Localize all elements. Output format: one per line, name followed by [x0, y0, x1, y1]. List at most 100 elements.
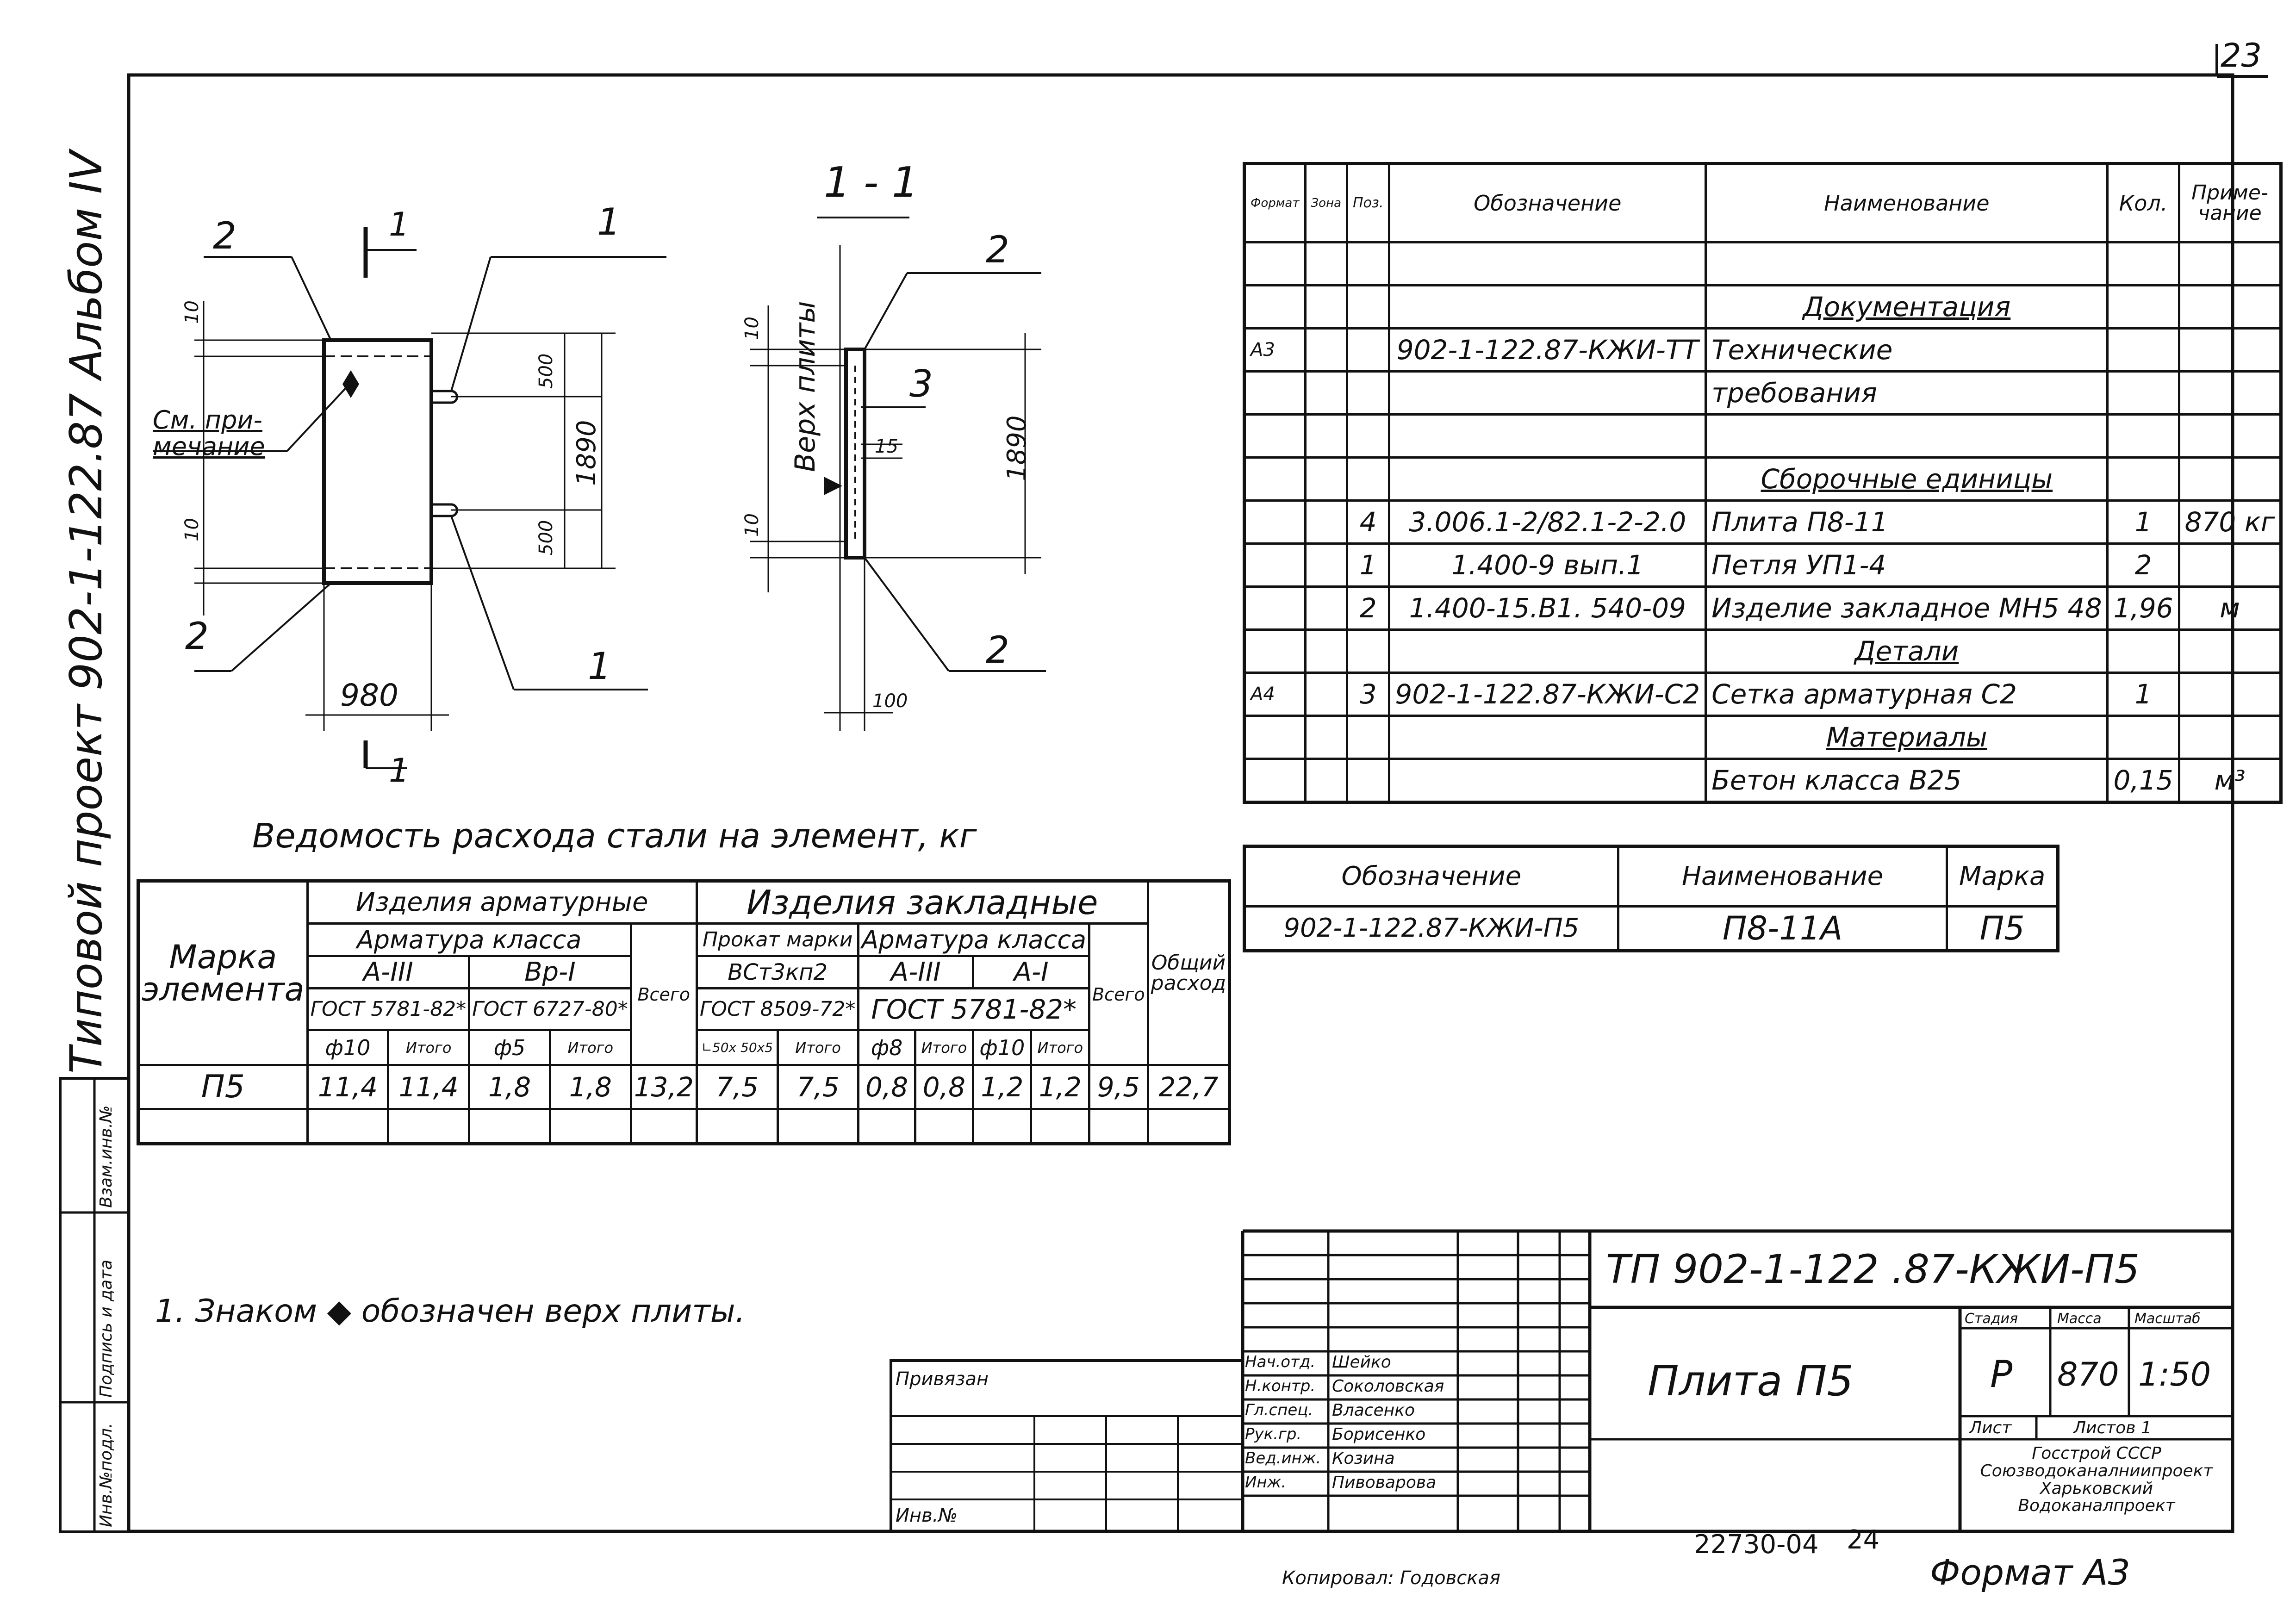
hdr-format: Формат [1243, 162, 1307, 243]
dim-10-bottom: 10 [181, 518, 203, 541]
spec-row: Сборочные единицы [1243, 456, 2283, 502]
spec-cell-note [2178, 628, 2283, 674]
paper-format: Формат А3 [1930, 1552, 2130, 1593]
section-dim-100: 100 [872, 690, 908, 712]
plate-outline [322, 338, 433, 585]
role-label: Рук.гр. [1245, 1425, 1302, 1443]
steel-value-cell: 0,8 [857, 1064, 916, 1110]
stage-value: Р [1990, 1353, 2013, 1396]
pos-label-2-bottom: 2 [185, 615, 209, 658]
role-label: Нач.отд. [1245, 1353, 1316, 1371]
spec-cell-note [2178, 370, 2283, 416]
spec-cell-format [1243, 413, 1307, 459]
hdr-designation: Обозначение [1388, 162, 1707, 243]
spec-row [1243, 413, 2283, 459]
steel-h-gost5781b: ГОСТ 5781-82* [857, 987, 1091, 1031]
spec-cell-designation: 1.400-9 вып.1 [1388, 542, 1707, 588]
spec-row: Материалы [1243, 715, 2283, 760]
steel-h-vsego1: Всего [629, 922, 698, 1066]
section-outline [844, 348, 866, 560]
role-label: Вед.инж. [1245, 1449, 1321, 1468]
steel-table: Марка элемента Изделия арматурные Издели… [137, 879, 1232, 1145]
hdr-note: Приме- чание [2178, 162, 2283, 243]
copied-by: Копировал: Годовская [1282, 1567, 1500, 1589]
archive-number: 22730-04 [1694, 1530, 1819, 1560]
spec-cell-format [1243, 758, 1307, 803]
spec-cell-name [1705, 241, 2109, 286]
role-person: Соколовская [1332, 1377, 1444, 1396]
spec-cell-zone [1304, 241, 1349, 286]
steel-h-gost5781: ГОСТ 5781-82* [306, 987, 471, 1031]
dim-500-top: 500 [535, 353, 557, 389]
spec-cell-zone [1304, 715, 1349, 760]
spec-cell-pos [1346, 456, 1391, 502]
mass-value: 870 [2057, 1356, 2119, 1393]
spec-cell-qty [2106, 370, 2180, 416]
stage-header: Стадия [1965, 1311, 2018, 1327]
steel-h-itogo2: Итого [548, 1029, 632, 1066]
steel-h-prokat: Прокат марки [695, 922, 860, 957]
spec-cell-zone [1304, 628, 1349, 674]
steel-h-f10b: ф10 [972, 1029, 1033, 1066]
section-pos-2-top: 2 [986, 228, 1009, 271]
spec-cell-format [1243, 628, 1307, 674]
steel-mark-cell: П5 [137, 1064, 309, 1110]
steel-h-gost8509: ГОСТ 8509-72* [695, 987, 860, 1031]
role-person: Борисенко [1332, 1425, 1426, 1444]
role-person: Пивоварова [1332, 1473, 1437, 1492]
spec-cell-note: м [2178, 585, 2283, 631]
spec-cell-zone [1304, 370, 1349, 416]
spec-cell-designation: 902-1-122.87-КЖИ-С2 [1388, 672, 1707, 717]
spec-cell-qty: 2 [2106, 542, 2180, 588]
steel-h-bp1: Вр-I [468, 955, 632, 989]
sheet-header: Лист [1969, 1418, 2012, 1437]
steel-value-cell: 13,2 [629, 1064, 698, 1110]
steel-h-a1: А-I [972, 955, 1091, 989]
spec-cell-qty [2106, 628, 2180, 674]
spec-cell-zone [1304, 327, 1349, 373]
spec-cell-pos [1346, 370, 1391, 416]
spec-cell-name: Петля УП1-4 [1705, 542, 2109, 588]
spec-cell-format [1243, 456, 1307, 502]
role-person: Власенко [1332, 1401, 1415, 1420]
steel-value-cell: 7,5 [776, 1064, 860, 1110]
section-pos-3: 3 [909, 362, 933, 405]
role-label: Н.контр. [1245, 1377, 1316, 1395]
section-mark-bottom: 1 [389, 752, 410, 790]
hdr-zone: Зона [1304, 162, 1349, 243]
spec-cell-name [1705, 413, 2109, 459]
role-person: Шейко [1332, 1353, 1391, 1372]
spec-cell-note [2178, 542, 2283, 588]
spec-cell-name: Сетка арматурная С2 [1705, 672, 2109, 717]
marka-h-name: Наименование [1617, 845, 1948, 908]
left-stamp-inv: Инв.№подл. [97, 1423, 116, 1527]
dim-1890: 1890 [572, 420, 602, 486]
steel-h-itogo3: Итого [776, 1029, 860, 1066]
spec-cell-qty: 1,96 [2106, 585, 2180, 631]
mass-header: Масса [2057, 1311, 2102, 1327]
spec-row [1243, 241, 2283, 286]
spec-row: Документация [1243, 284, 2283, 330]
spec-cell-name: Документация [1705, 284, 2109, 330]
marka-mark: П5 [1946, 905, 2059, 952]
spec-cell-zone [1304, 672, 1349, 717]
spec-cell-designation [1388, 758, 1707, 803]
section-dim-1890: 1890 [1002, 415, 1032, 481]
steel-h-arm-class2: Арматура класса [857, 922, 1091, 957]
spec-cell-qty [2106, 284, 2180, 330]
spec-cell-designation [1388, 456, 1707, 502]
organization: Госстрой СССР Союзводоканалниипроект Хар… [1980, 1444, 2213, 1516]
marka-designation: 902-1-122.87-КЖИ-П5 [1243, 905, 1619, 952]
spec-cell-pos [1346, 327, 1391, 373]
spec-cell-format [1243, 542, 1307, 588]
spec-cell-name: Материалы [1705, 715, 2109, 760]
steel-title: Ведомость расхода стали на элемент, кг [252, 816, 977, 855]
spec-cell-pos [1346, 241, 1391, 286]
spec-cell-format [1243, 585, 1307, 631]
spec-cell-designation [1388, 715, 1707, 760]
spec-cell-name: Изделие закладное МН5 48 [1705, 585, 2109, 631]
steel-h-total: Общий расход [1146, 880, 1231, 1066]
spec-cell-designation [1388, 628, 1707, 674]
